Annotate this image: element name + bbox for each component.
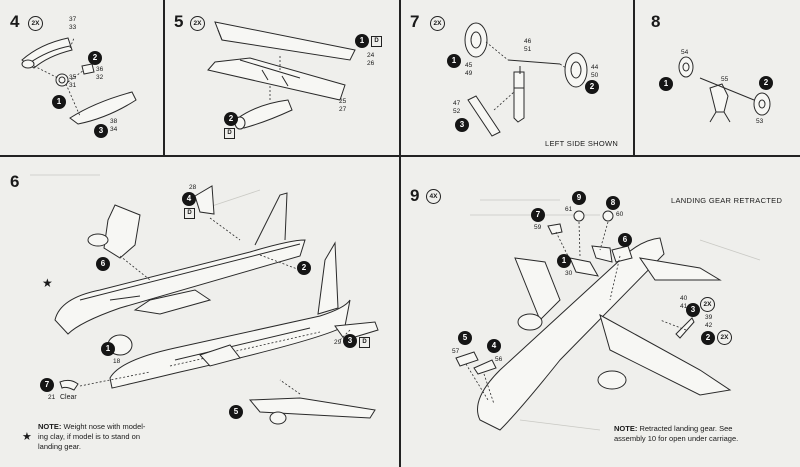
step-6-callout-2: 2 <box>297 261 311 275</box>
step-6-part-number-29: 29 <box>334 339 342 346</box>
step-5-box-code-1: D <box>371 36 382 47</box>
step-5-callout-2: 2 <box>224 112 238 126</box>
step-8-part-number-53: 53 <box>756 118 764 125</box>
step-9-number: 9 <box>410 186 420 205</box>
divider-step7-8 <box>633 0 635 155</box>
step-7-part-numbers-44-50: 44 50 <box>591 64 599 79</box>
step-9-callout-8: 8 <box>606 196 620 210</box>
step-9-part-number-56: 56 <box>495 356 503 363</box>
step-6-box-code-4: D <box>184 208 195 219</box>
step-5-quantity-badge: 2X <box>190 16 205 31</box>
step-6-part-number-21: 21 <box>48 394 56 401</box>
step-6-number: 6 <box>10 172 20 191</box>
step-9-note: NOTE: Retracted landing gear. See assemb… <box>614 424 794 444</box>
step-6-note-label: NOTE: <box>38 422 62 431</box>
step-8-part-number-55: 55 <box>721 76 729 83</box>
step-4-number: 4 <box>10 12 20 31</box>
step-6-callout-4: 4 <box>182 192 196 206</box>
step-4-part-numbers-3: 38 34 <box>110 118 118 133</box>
step-5-number: 5 <box>174 12 184 31</box>
step-9-part-number-57: 57 <box>452 348 460 355</box>
step-4-part-numbers-1: 35 31 <box>69 74 77 89</box>
step-6-clear-label: Clear <box>60 394 77 401</box>
step-7-callout-1: 1 <box>447 54 461 68</box>
step-7-part-numbers-46-51: 46 51 <box>524 38 532 53</box>
step-8-callout-2: 2 <box>759 76 773 90</box>
step-5-part-numbers-2: 25 27 <box>339 98 347 113</box>
step-9-callout-7: 7 <box>531 208 545 222</box>
step-9-callout-1: 1 <box>557 254 571 268</box>
step-9-note-text: Retracted landing gear. See assembly 10 … <box>614 424 739 443</box>
step-8-part-number-54: 54 <box>681 49 689 56</box>
step-6-callout-7: 7 <box>40 378 54 392</box>
step-6-callout-3: 3 <box>343 334 357 348</box>
step-7-quantity-badge: 2X <box>430 16 445 31</box>
step-4-callout-2: 2 <box>88 51 102 65</box>
step-9-callout-5: 5 <box>458 331 472 345</box>
step-9-part-number-61: 61 <box>565 206 573 213</box>
step-6-callout-5: 5 <box>229 405 243 419</box>
step-6-note: NOTE: Weight nose with model- ing clay, … <box>38 422 158 452</box>
step-4-callout-3: 3 <box>94 124 108 138</box>
step-9-callout-6: 6 <box>618 233 632 247</box>
step-6-callout-6: 6 <box>96 257 110 271</box>
step-5-box-code-2: D <box>224 128 235 139</box>
divider-center-vertical <box>399 0 401 467</box>
step-8-number: 8 <box>651 12 661 31</box>
step-4-callout-1: 1 <box>52 95 66 109</box>
step-7-number: 7 <box>410 12 420 31</box>
step-9-quantity-badge-upper: 2X <box>700 297 715 312</box>
step-9-part-number-59: 59 <box>534 224 542 231</box>
step-7-caption: LEFT SIDE SHOWN <box>545 139 619 148</box>
step-9-part-number-60: 60 <box>616 211 624 218</box>
divider-step4-5 <box>163 0 165 155</box>
step-9-callout-9: 9 <box>572 191 586 205</box>
step-9-part-numbers-40-41: 40 41 <box>680 295 688 310</box>
step-4-part-numbers-top: 37 33 <box>69 16 77 31</box>
step-9-callout-2: 2 <box>701 331 715 345</box>
step-7-callout-3: 3 <box>455 118 469 132</box>
step-9-part-numbers-39-42: 39 42 <box>705 314 713 329</box>
step-9-quantity-badge-lower: 2X <box>717 330 732 345</box>
step-5-callout-1: 1 <box>355 34 369 48</box>
step-9-note-label: NOTE: <box>614 424 638 433</box>
step-5-part-numbers-1: 24 26 <box>367 52 375 67</box>
step-6-callout-1: 1 <box>101 342 115 356</box>
step-7-part-numbers-45-49: 45 49 <box>465 62 473 77</box>
step-8-callout-1: 1 <box>659 77 673 91</box>
step-6-part-number-18: 18 <box>113 358 121 365</box>
note-star-icon: ★ <box>22 431 32 443</box>
step-9-header: LANDING GEAR RETRACTED <box>671 196 783 205</box>
step-9-callout-4: 4 <box>487 339 501 353</box>
step-7-callout-2: 2 <box>585 80 599 94</box>
step-6-note-text: Weight nose with model- ing clay, if mod… <box>38 422 146 451</box>
step-6-box-code-3: D <box>359 337 370 348</box>
step-4-part-numbers-2: 36 32 <box>96 66 104 81</box>
step-4-quantity-badge: 2X <box>28 16 43 31</box>
step-6-part-number-28: 28 <box>189 184 197 191</box>
step-9-callout-3: 3 <box>686 303 700 317</box>
star-icon: ★ <box>42 276 53 290</box>
step-9-part-number-30: 30 <box>565 270 573 277</box>
step-9-quantity-badge: 4X <box>426 189 441 204</box>
step-7-part-numbers-47-52: 47 52 <box>453 100 461 115</box>
